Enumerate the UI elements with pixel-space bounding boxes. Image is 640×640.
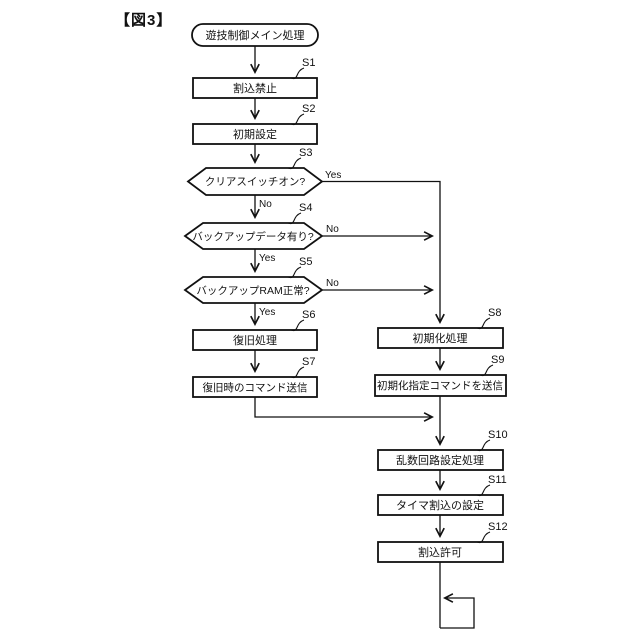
arrow-s7-to-merge [254,397,432,417]
label-leader [287,212,302,225]
step-s9: 初期化指定コマンドを送信 S9 [374,354,507,397]
step-label: 初期化処理 [413,331,468,345]
process-box [377,449,504,471]
decision-hexagon [183,276,324,304]
step-s2: 初期設定 S2 [192,103,318,145]
label-leader [290,113,305,126]
step-id: S7 [302,356,315,368]
figure-label: 【図3】 [115,11,172,29]
step-label: 初期設定 [233,127,277,141]
step-s12: 割込許可 S12 [377,521,508,563]
step-s10: 乱数回路設定処理 S10 [377,429,508,471]
step-label: 割込禁止 [233,81,277,95]
step-id: S12 [488,521,508,533]
arrow-loop-back [440,598,475,629]
step-label: 初期化指定コマンドを送信 [377,379,503,392]
flow-connectors [254,46,475,629]
decision-hexagon [186,167,324,196]
step-id: S11 [488,474,507,486]
terminal-shape [191,23,319,47]
process-box [377,494,504,516]
step-s8: 初期化処理 S8 [377,307,504,349]
branch-label-no: No [326,278,339,289]
process-box [192,77,318,99]
step-label: 復旧時のコマンド送信 [203,381,308,394]
label-leader [479,364,494,377]
step-id: S10 [488,429,508,441]
step-label: バックアップRAM正常? [196,284,309,297]
process-box [192,376,318,398]
step-s3-decision: クリアスイッチオン? S3 Yes No [186,147,341,210]
step-s7: 復旧時のコマンド送信 S7 [192,356,318,398]
start-terminal: 遊技制御メイン処理 [191,23,319,47]
decision-hexagon [183,222,324,250]
label-leader [290,366,305,379]
terminal-label: 遊技制御メイン処理 [206,28,305,42]
branch-label-yes: Yes [325,170,341,181]
process-box [192,123,318,145]
label-leader [290,319,305,332]
branch-label-yes: Yes [259,307,275,318]
step-id: S9 [491,354,504,366]
step-label: クリアスイッチオン? [205,176,305,188]
process-box [192,329,318,351]
step-s5-decision: バックアップRAM正常? S5 No Yes [183,256,339,318]
branch-label-yes: Yes [259,253,275,264]
label-leader [287,266,302,279]
label-leader [476,439,491,452]
label-leader [287,157,302,170]
step-label: 復旧処理 [233,334,277,347]
step-label: 乱数回路設定処理 [396,453,484,467]
step-s4-decision: バックアップデータ有り? S4 No Yes [183,202,339,264]
step-label: 割込許可 [418,545,462,559]
step-id: S5 [299,256,312,268]
label-leader [476,531,491,544]
step-label: バックアップデータ有り? [192,230,313,243]
process-box [377,541,504,563]
branch-label-no: No [326,224,339,235]
process-box [374,374,507,397]
arrow-s3-yes-to-s8 [322,180,440,323]
label-leader [476,317,491,330]
step-s1: 割込禁止 S1 [192,57,318,99]
step-s11: タイマ割込の設定 S11 [377,474,507,516]
branch-label-no: No [259,199,272,210]
step-s6: 復旧処理 S6 [192,309,318,351]
label-leader [476,484,491,497]
label-leader [290,67,305,80]
step-label: タイマ割込の設定 [396,498,484,512]
step-id: S4 [299,202,312,214]
step-id: S2 [302,103,315,115]
step-id: S3 [299,147,312,159]
step-id: S6 [302,309,315,321]
step-id: S8 [488,307,501,319]
process-box [377,327,504,349]
step-id: S1 [302,57,315,69]
